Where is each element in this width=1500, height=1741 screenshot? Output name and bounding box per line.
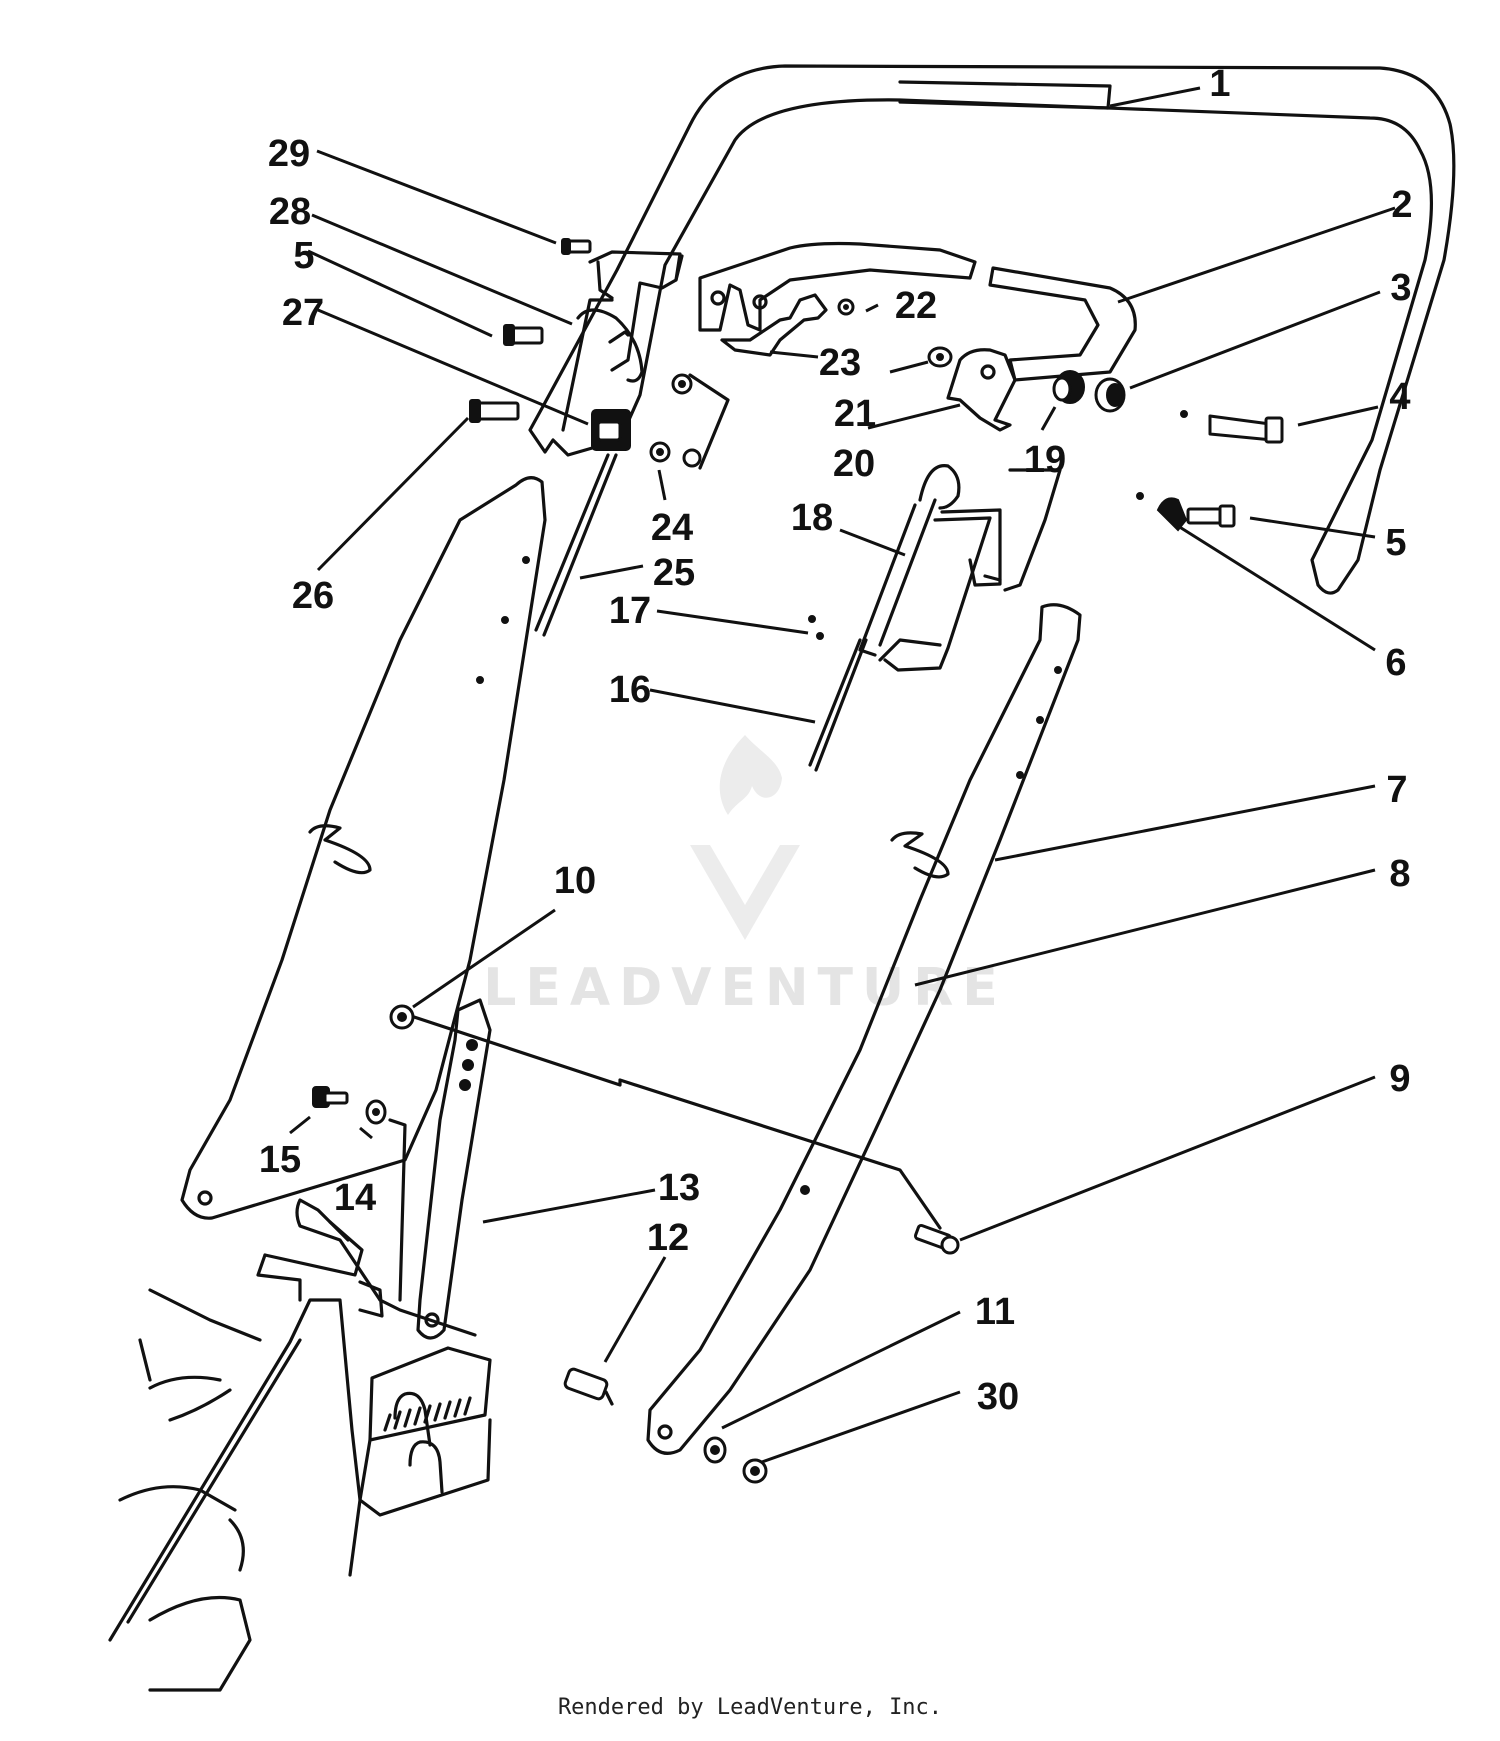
callout-23: 23 [819, 342, 861, 384]
bracket-23 [720, 293, 828, 357]
lower-handle-right [646, 603, 1082, 1455]
bolt-9 [913, 1223, 960, 1255]
callout-27: 27 [282, 292, 324, 334]
callout-10: 10 [554, 860, 596, 902]
bolt-15 [312, 1086, 349, 1108]
callout-labels: 1 2 3 4 5 5 6 7 8 9 10 11 12 13 14 15 16… [259, 63, 1413, 1418]
height-adjust-lever [416, 998, 492, 1340]
hair-pin-clips [308, 824, 950, 879]
callout-9: 9 [1389, 1058, 1410, 1100]
watermark-v-icon [690, 845, 800, 940]
render-credit: Rendered by LeadVenture, Inc. [557, 1695, 943, 1720]
callout-20: 20 [833, 443, 875, 485]
callout-26: 26 [292, 575, 334, 617]
callout-29: 29 [268, 133, 310, 175]
cross-rod [406, 1013, 942, 1230]
callout-17: 17 [609, 590, 651, 632]
handle-bracket-lines [983, 468, 1062, 592]
bolt-4 [1180, 410, 1284, 444]
callout-5-left: 5 [293, 235, 314, 277]
bushing-3 [1094, 377, 1126, 413]
callout-8: 8 [1389, 853, 1410, 895]
callout-3: 3 [1390, 267, 1411, 309]
bracket-20 [946, 348, 1017, 432]
callout-16: 16 [609, 669, 651, 711]
callout-6: 6 [1385, 642, 1406, 684]
callout-15: 15 [259, 1139, 301, 1181]
lower-handle-left [180, 476, 547, 1220]
bolt-5-left [503, 324, 544, 346]
nut-30 [742, 1458, 768, 1484]
callout-25: 25 [653, 552, 695, 594]
callout-1: 1 [1209, 63, 1230, 105]
callout-2: 2 [1391, 184, 1412, 226]
cable-assembly [534, 308, 730, 637]
mower-housing [108, 1198, 492, 1692]
callout-22: 22 [895, 285, 937, 327]
bolt-26 [469, 399, 520, 423]
callout-14: 14 [334, 1177, 376, 1219]
callout-24: 24 [651, 507, 693, 549]
callout-7: 7 [1386, 769, 1407, 811]
control-bracket-block [588, 250, 684, 372]
callout-12: 12 [647, 1217, 689, 1259]
callout-5-right: 5 [1385, 522, 1406, 564]
callout-21: 21 [834, 393, 876, 435]
washer-14 [365, 1099, 407, 1302]
callout-13: 13 [658, 1167, 700, 1209]
watermark-flame-icon [719, 735, 782, 815]
nut-22 [837, 298, 855, 316]
upper-handle [528, 64, 1456, 595]
callout-19: 19 [1024, 439, 1066, 481]
leader-lines [289, 86, 1396, 1464]
callout-4: 4 [1389, 376, 1410, 418]
nut-10 [389, 1004, 415, 1030]
bolt-29 [561, 238, 592, 255]
bail-bracket-2 [698, 241, 1137, 382]
bolt-5-right [1186, 504, 1236, 528]
callout-11: 11 [975, 1291, 1015, 1333]
callout-28: 28 [269, 191, 311, 233]
throttle-control [808, 464, 1002, 772]
callout-18: 18 [791, 497, 833, 539]
watermark-text: LEADVENTURE [483, 958, 1007, 1018]
washer-11 [703, 1436, 727, 1464]
washers-24 [649, 373, 702, 468]
stud-12 [563, 1367, 614, 1406]
bearing-6 [1136, 492, 1188, 532]
spacer-19 [1052, 370, 1085, 404]
watermark: LEADVENTURE [483, 735, 1007, 1018]
callout-30: 30 [977, 1376, 1019, 1418]
washer-21 [927, 346, 953, 368]
